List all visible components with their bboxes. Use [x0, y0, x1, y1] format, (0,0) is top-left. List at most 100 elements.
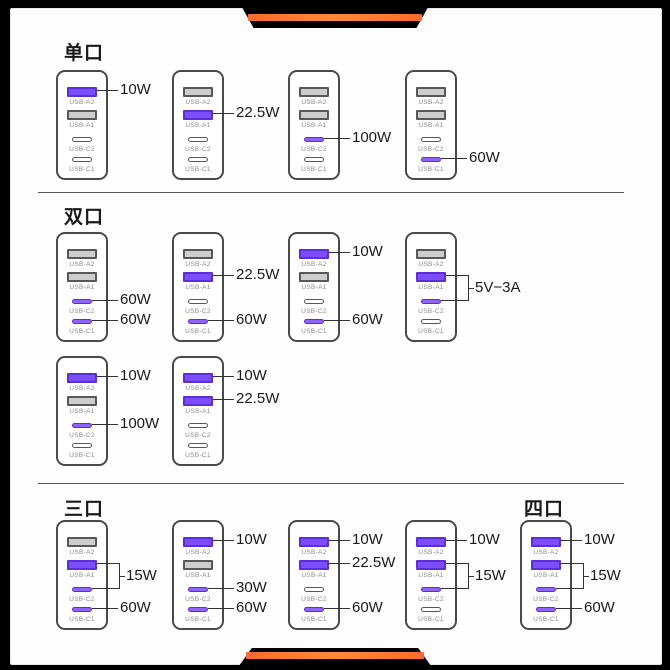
section-title-single: 单口 [64, 42, 105, 64]
leader-line [329, 563, 350, 564]
usb-a-port [299, 272, 329, 282]
port-label: USB-C2 [69, 596, 95, 603]
leader-line [446, 540, 467, 541]
bracket-tail [469, 288, 474, 289]
usb-a-port [299, 110, 329, 120]
usb-a-port-active [416, 272, 446, 282]
port-label: USB-A1 [185, 572, 211, 579]
port-label: USB-C1 [185, 616, 211, 623]
usb-a-port [183, 249, 213, 259]
usb-a-port-active [531, 560, 561, 570]
leader-line [329, 540, 350, 541]
usb-a-port [67, 272, 97, 282]
leader-line [329, 252, 350, 253]
bracket-tail [469, 576, 474, 577]
wattage-label: 60W [120, 291, 151, 308]
usb-a-port [67, 249, 97, 259]
usb-a-port [299, 87, 329, 97]
wattage-label: 10W [469, 531, 500, 548]
port-label: USB-A2 [69, 261, 95, 268]
port-label: USB-A2 [418, 99, 444, 106]
port-label: USB-A1 [185, 284, 211, 291]
usb-c-port-active [72, 607, 92, 612]
top-accent-bar [248, 14, 422, 21]
usb-c-port-active [188, 587, 208, 592]
port-label: USB-C1 [418, 328, 444, 335]
wattage-label: 15W [126, 567, 157, 584]
port-label: USB-A1 [185, 122, 211, 129]
usb-c-port-active [421, 157, 441, 162]
leader-line [97, 563, 113, 564]
usb-c-port-active [72, 423, 92, 428]
leader-line [92, 588, 113, 589]
port-label: USB-C2 [301, 308, 327, 315]
usb-a-port-active [67, 87, 97, 97]
leader-line [556, 588, 577, 589]
section-title-quad: 四口 [524, 498, 565, 520]
port-label: USB-C2 [418, 308, 444, 315]
port-label: USB-C2 [418, 146, 444, 153]
wattage-label: 10W [352, 531, 383, 548]
port-label: USB-C1 [301, 328, 327, 335]
port-label: USB-C2 [301, 596, 327, 603]
port-label: USB-A2 [69, 99, 95, 106]
section-title-triple: 三口 [64, 498, 105, 520]
leader-line [324, 138, 350, 139]
wattage-label: 22.5W [236, 104, 280, 121]
port-label: USB-A1 [418, 572, 444, 579]
usb-c-port-active [304, 137, 324, 142]
leader-line [92, 320, 118, 321]
wattage-label: 60W [352, 311, 383, 328]
port-label: USB-C2 [69, 146, 95, 153]
usb-a-port-active [67, 373, 97, 383]
usb-c-port [188, 299, 208, 304]
usb-c-port-active [72, 587, 92, 592]
usb-c-port-active [421, 299, 441, 304]
wattage-label: 60W [120, 599, 151, 616]
divider [38, 483, 624, 484]
bracket-tail [584, 576, 589, 577]
leader-line [324, 608, 350, 609]
usb-a-port-active [299, 249, 329, 259]
wattage-label: 10W [352, 243, 383, 260]
port-label: USB-A1 [301, 122, 327, 129]
leader-line [208, 608, 234, 609]
leader-line [208, 588, 234, 589]
usb-a-port [67, 537, 97, 547]
leader-line [213, 113, 234, 114]
port-label: USB-C2 [185, 432, 211, 439]
port-label: USB-A2 [185, 261, 211, 268]
usb-c-port-active [536, 587, 556, 592]
bracket [462, 275, 469, 301]
wattage-label: 60W [352, 599, 383, 616]
leader-line [97, 90, 118, 91]
port-label: USB-A1 [533, 572, 559, 579]
port-label: USB-C2 [69, 308, 95, 315]
divider [38, 192, 624, 193]
section-title-dual: 双口 [64, 206, 105, 228]
usb-c-port-active [304, 607, 324, 612]
usb-c-port-active [72, 319, 92, 324]
wattage-label: 60W [469, 149, 500, 166]
usb-c-port-active [72, 299, 92, 304]
port-label: USB-C1 [301, 166, 327, 173]
leader-line [556, 608, 582, 609]
leader-line [441, 158, 467, 159]
usb-c-port [72, 157, 92, 162]
leader-line [92, 608, 118, 609]
port-label: USB-A2 [69, 385, 95, 392]
usb-a-port [67, 110, 97, 120]
usb-c-port [421, 319, 441, 324]
port-label: USB-C1 [69, 328, 95, 335]
wattage-label: 60W [236, 599, 267, 616]
leader-line [324, 320, 350, 321]
port-label: USB-C2 [533, 596, 559, 603]
usb-a-port [416, 110, 446, 120]
port-label: USB-A1 [69, 284, 95, 291]
usb-c-port [188, 443, 208, 448]
usb-c-port [304, 157, 324, 162]
